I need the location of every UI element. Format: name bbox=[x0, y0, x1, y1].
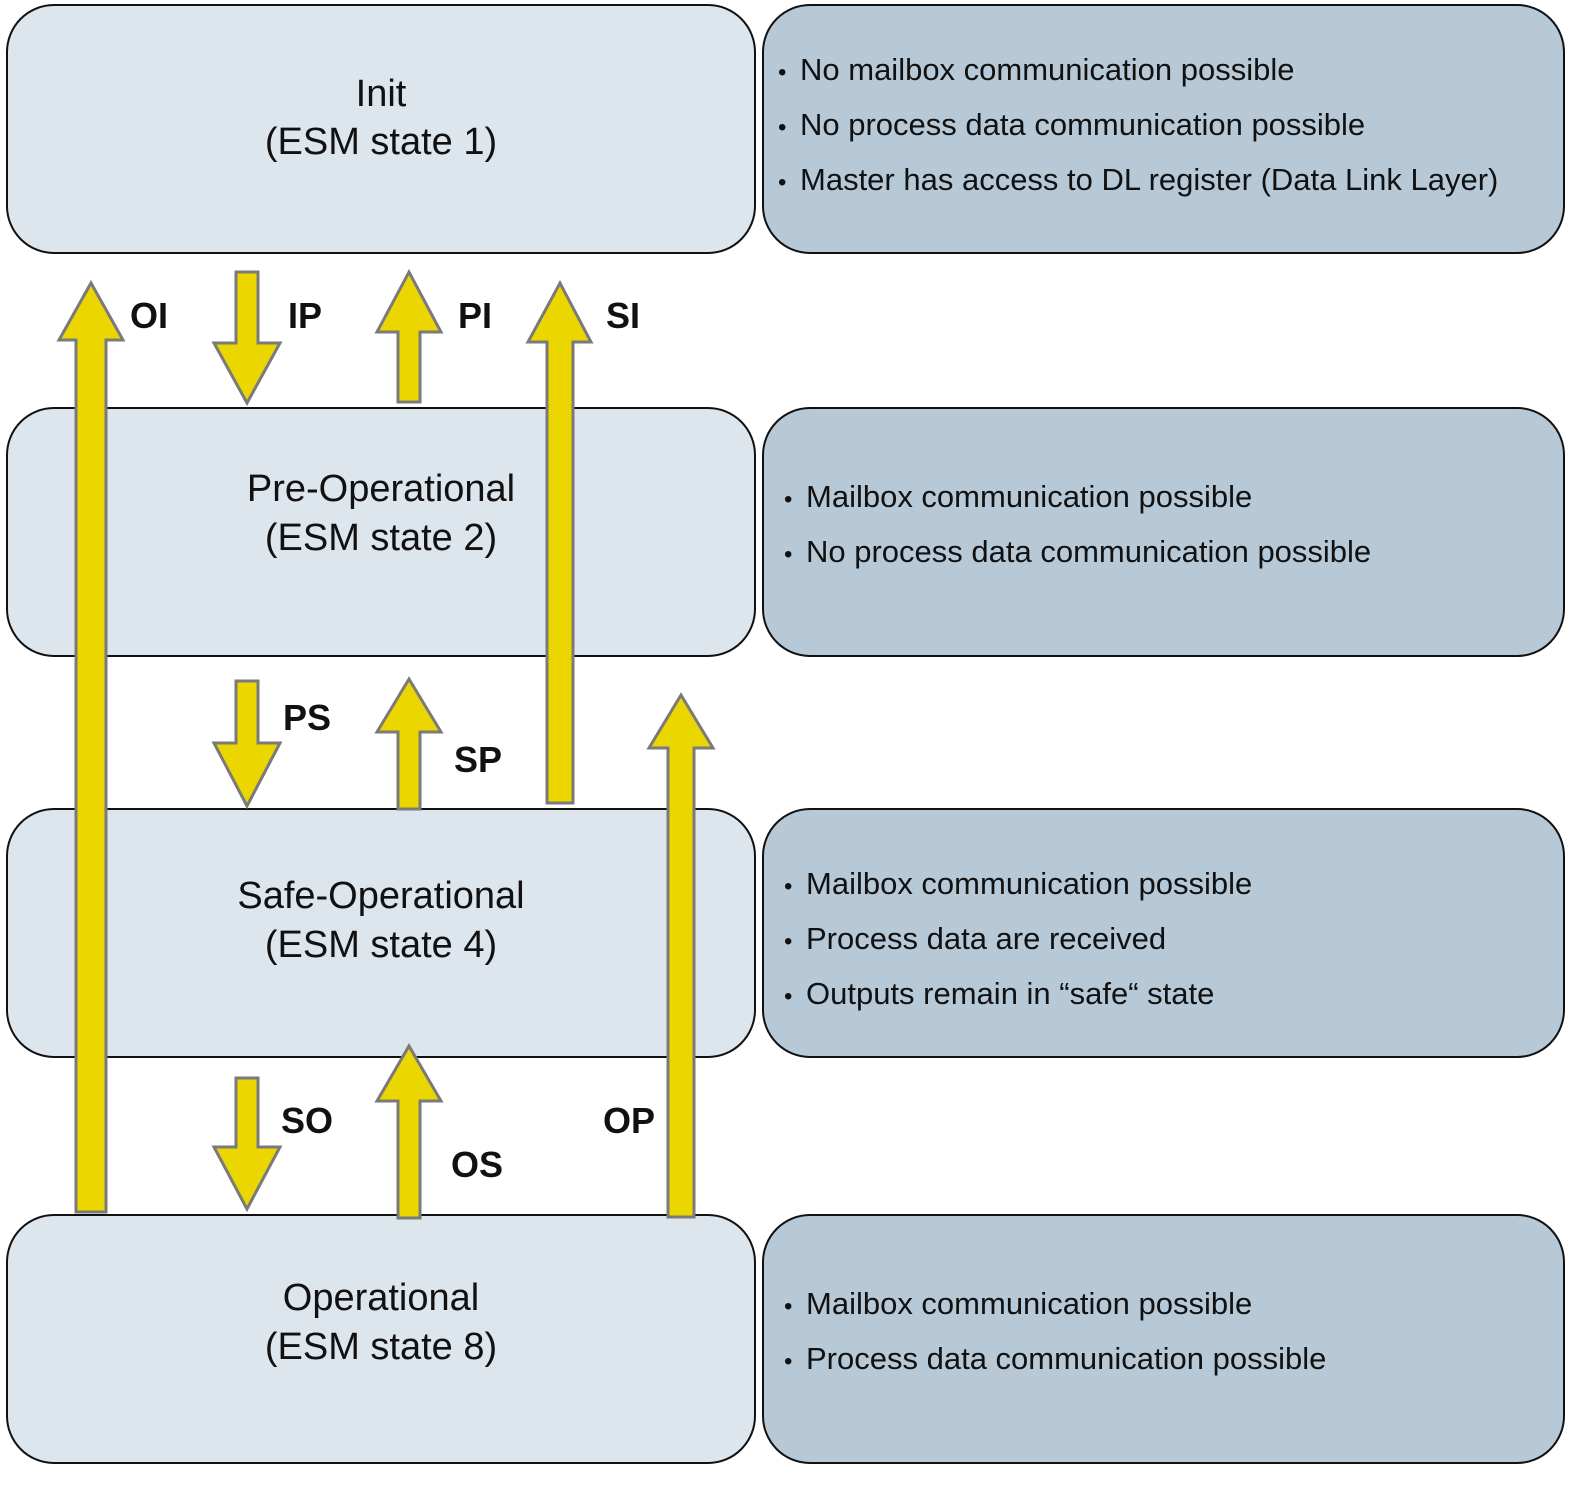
arrow-up-icon bbox=[374, 676, 444, 811]
state-name: Operational bbox=[282, 1277, 480, 1319]
info-item: Mailbox communication possible bbox=[784, 471, 1371, 526]
info-item: No process data communication possible bbox=[778, 99, 1498, 154]
info-list: Mailbox communication possible Process d… bbox=[784, 1278, 1326, 1388]
arrow-up-icon bbox=[374, 1043, 444, 1220]
state-esm: (ESM state 8) bbox=[264, 1326, 498, 1368]
transition-label-ps: PS bbox=[283, 697, 332, 738]
info-item: Outputs remain in “safe“ state bbox=[784, 968, 1252, 1023]
transition-label-ip: IP bbox=[288, 295, 323, 336]
info-operational: Mailbox communication possible Process d… bbox=[762, 1214, 1565, 1464]
state-operational: Operational (ESM state 8) bbox=[6, 1214, 756, 1464]
info-item: Process data communication possible bbox=[784, 1333, 1326, 1388]
transition-label-si: SI bbox=[606, 295, 641, 336]
info-item: Mailbox communication possible bbox=[784, 1278, 1326, 1333]
transition-label-pi: PI bbox=[458, 295, 493, 336]
transition-label-oi: OI bbox=[130, 295, 169, 336]
state-name: Init bbox=[355, 73, 407, 115]
info-item: No process data communication possible bbox=[784, 526, 1371, 581]
arrow-up-icon bbox=[374, 268, 444, 404]
state-pre-operational: Pre-Operational (ESM state 2) bbox=[6, 407, 756, 657]
info-init: No mailbox communication possible No pro… bbox=[762, 4, 1565, 254]
info-item: Mailbox communication possible bbox=[784, 858, 1252, 913]
info-item: Process data are received bbox=[784, 913, 1252, 968]
state-esm: (ESM state 1) bbox=[264, 121, 498, 163]
state-name: Pre-Operational bbox=[246, 468, 516, 510]
transition-label-so: SO bbox=[281, 1100, 334, 1141]
state-safe-operational: Safe-Operational (ESM state 4) bbox=[6, 808, 756, 1058]
state-init: Init (ESM state 1) bbox=[6, 4, 756, 254]
info-list: No mailbox communication possible No pro… bbox=[778, 44, 1498, 209]
info-item: Master has access to DL register (Data L… bbox=[778, 154, 1498, 209]
state-esm: (ESM state 2) bbox=[264, 517, 498, 559]
transition-label-sp: SP bbox=[454, 739, 503, 780]
info-list: Mailbox communication possible No proces… bbox=[784, 471, 1371, 581]
arrow-down-icon bbox=[211, 270, 283, 407]
state-name: Safe-Operational bbox=[237, 875, 525, 917]
arrow-down-icon bbox=[211, 679, 283, 810]
state-esm: (ESM state 4) bbox=[264, 924, 498, 966]
transition-label-op: OP bbox=[603, 1100, 656, 1141]
info-pre-operational: Mailbox communication possible No proces… bbox=[762, 407, 1565, 657]
arrow-down-icon bbox=[211, 1076, 283, 1213]
info-list: Mailbox communication possible Process d… bbox=[784, 858, 1252, 1023]
info-safe-operational: Mailbox communication possible Process d… bbox=[762, 808, 1565, 1058]
info-item: No mailbox communication possible bbox=[778, 44, 1498, 99]
transition-label-os: OS bbox=[451, 1144, 504, 1185]
